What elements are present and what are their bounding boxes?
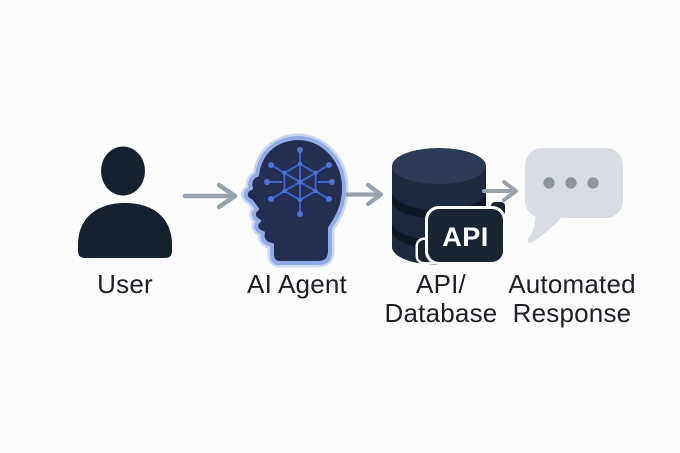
label-line: Automated <box>508 269 636 299</box>
node-label-user: User <box>50 270 200 299</box>
ellipsis-dots-icon <box>543 177 599 189</box>
ai-brain-head-icon <box>241 133 349 268</box>
chat-bubble-icon <box>525 148 623 244</box>
label-line: Response <box>512 298 632 328</box>
arrow-right-icon <box>344 182 384 207</box>
label-line: Database <box>384 298 498 328</box>
api-badge-label: API <box>442 222 489 252</box>
arrow-right-icon <box>182 182 238 210</box>
node-label-api-database: API/ Database <box>366 270 516 328</box>
api-badge: API <box>415 199 508 265</box>
label-line: API/ <box>416 269 466 299</box>
person-icon <box>78 146 172 258</box>
node-label-ai-agent: AI Agent <box>222 270 372 299</box>
database-icon: API <box>392 148 508 265</box>
node-label-automated-response: Automated Response <box>497 270 647 328</box>
label-line: User <box>97 269 153 299</box>
label-line: AI Agent <box>247 269 347 299</box>
arrow-right-icon <box>482 180 518 202</box>
